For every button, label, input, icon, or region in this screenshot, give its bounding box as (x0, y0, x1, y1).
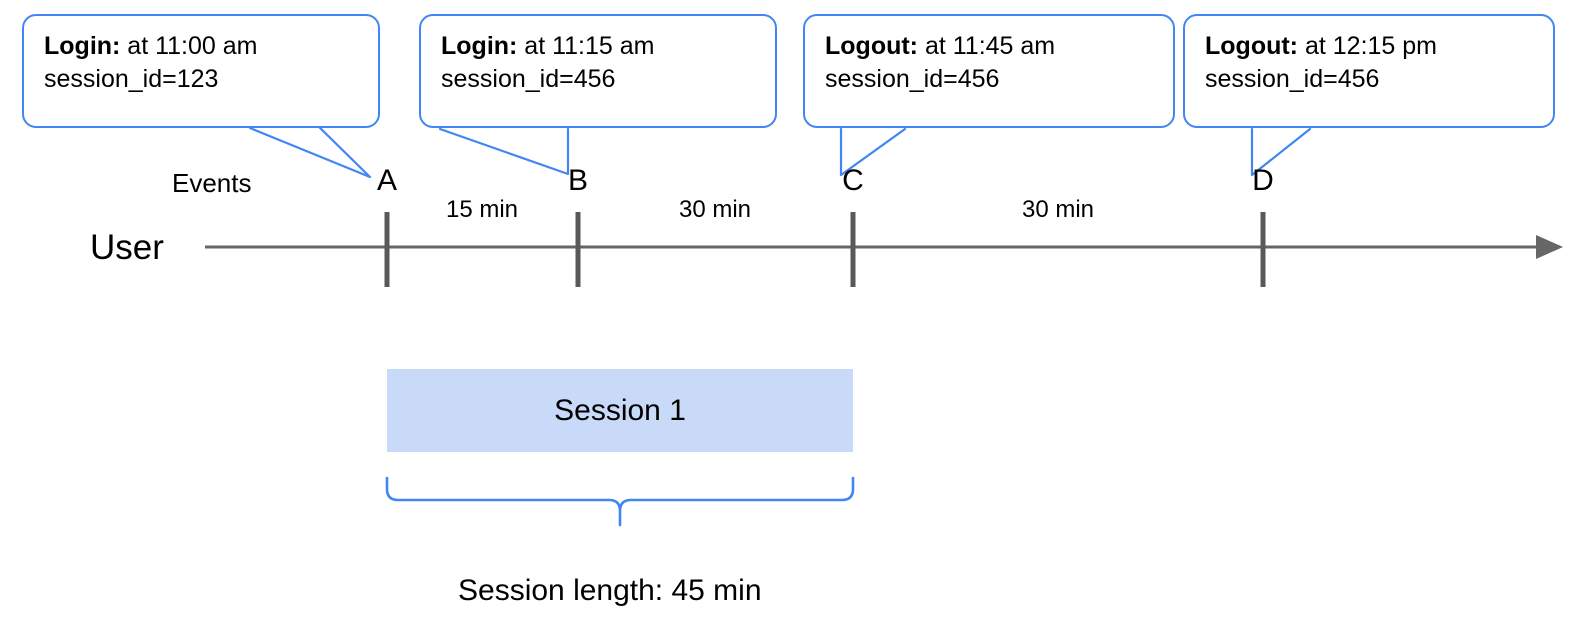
tick-label-c: C (842, 164, 864, 197)
callout-d-event: Logout: (1205, 32, 1299, 60)
callout-b-session: session_id=456 (441, 64, 616, 93)
callout-a-session: session_id=123 (44, 64, 219, 93)
interval-label-a-b: 15 min (445, 196, 519, 223)
session-bar[interactable]: Session 1 (387, 369, 853, 452)
session-length-caption: Session length: 45 min (458, 574, 762, 607)
interval-label-c-d: 30 min (1021, 196, 1095, 223)
tick-label-d: D (1252, 164, 1274, 197)
row-label-user: User (90, 228, 164, 267)
callout-tail-a (248, 120, 372, 179)
callout-a-event: Login: (44, 32, 121, 60)
interval-label-b-c: 30 min (678, 196, 752, 223)
callout-d-detail: at 12:15 pm (1298, 32, 1437, 60)
callout-a-detail: at 11:00 am (120, 32, 258, 60)
tick-label-a: A (376, 164, 397, 197)
callout-b[interactable]: Login: at 11:15 am session_id=456 (419, 14, 777, 128)
callout-b-detail: at 11:15 am (517, 32, 655, 60)
callout-d[interactable]: Logout: at 12:15 pm session_id=456 (1183, 14, 1555, 128)
session-brace (385, 476, 855, 527)
row-label-events: Events (172, 168, 252, 198)
callout-c-event: Logout: (825, 32, 919, 60)
callout-d-session: session_id=456 (1205, 64, 1380, 93)
callout-c[interactable]: Logout: at 11:45 am session_id=456 (803, 14, 1175, 128)
callout-c-session: session_id=456 (825, 64, 1000, 93)
callout-b-event: Login: (441, 32, 518, 60)
session-bar-label: Session 1 (554, 393, 686, 427)
tick-label-b: B (567, 164, 588, 197)
callout-a[interactable]: Login: at 11:00 am session_id=123 (22, 14, 380, 128)
callout-c-detail: at 11:45 am (918, 32, 1056, 60)
